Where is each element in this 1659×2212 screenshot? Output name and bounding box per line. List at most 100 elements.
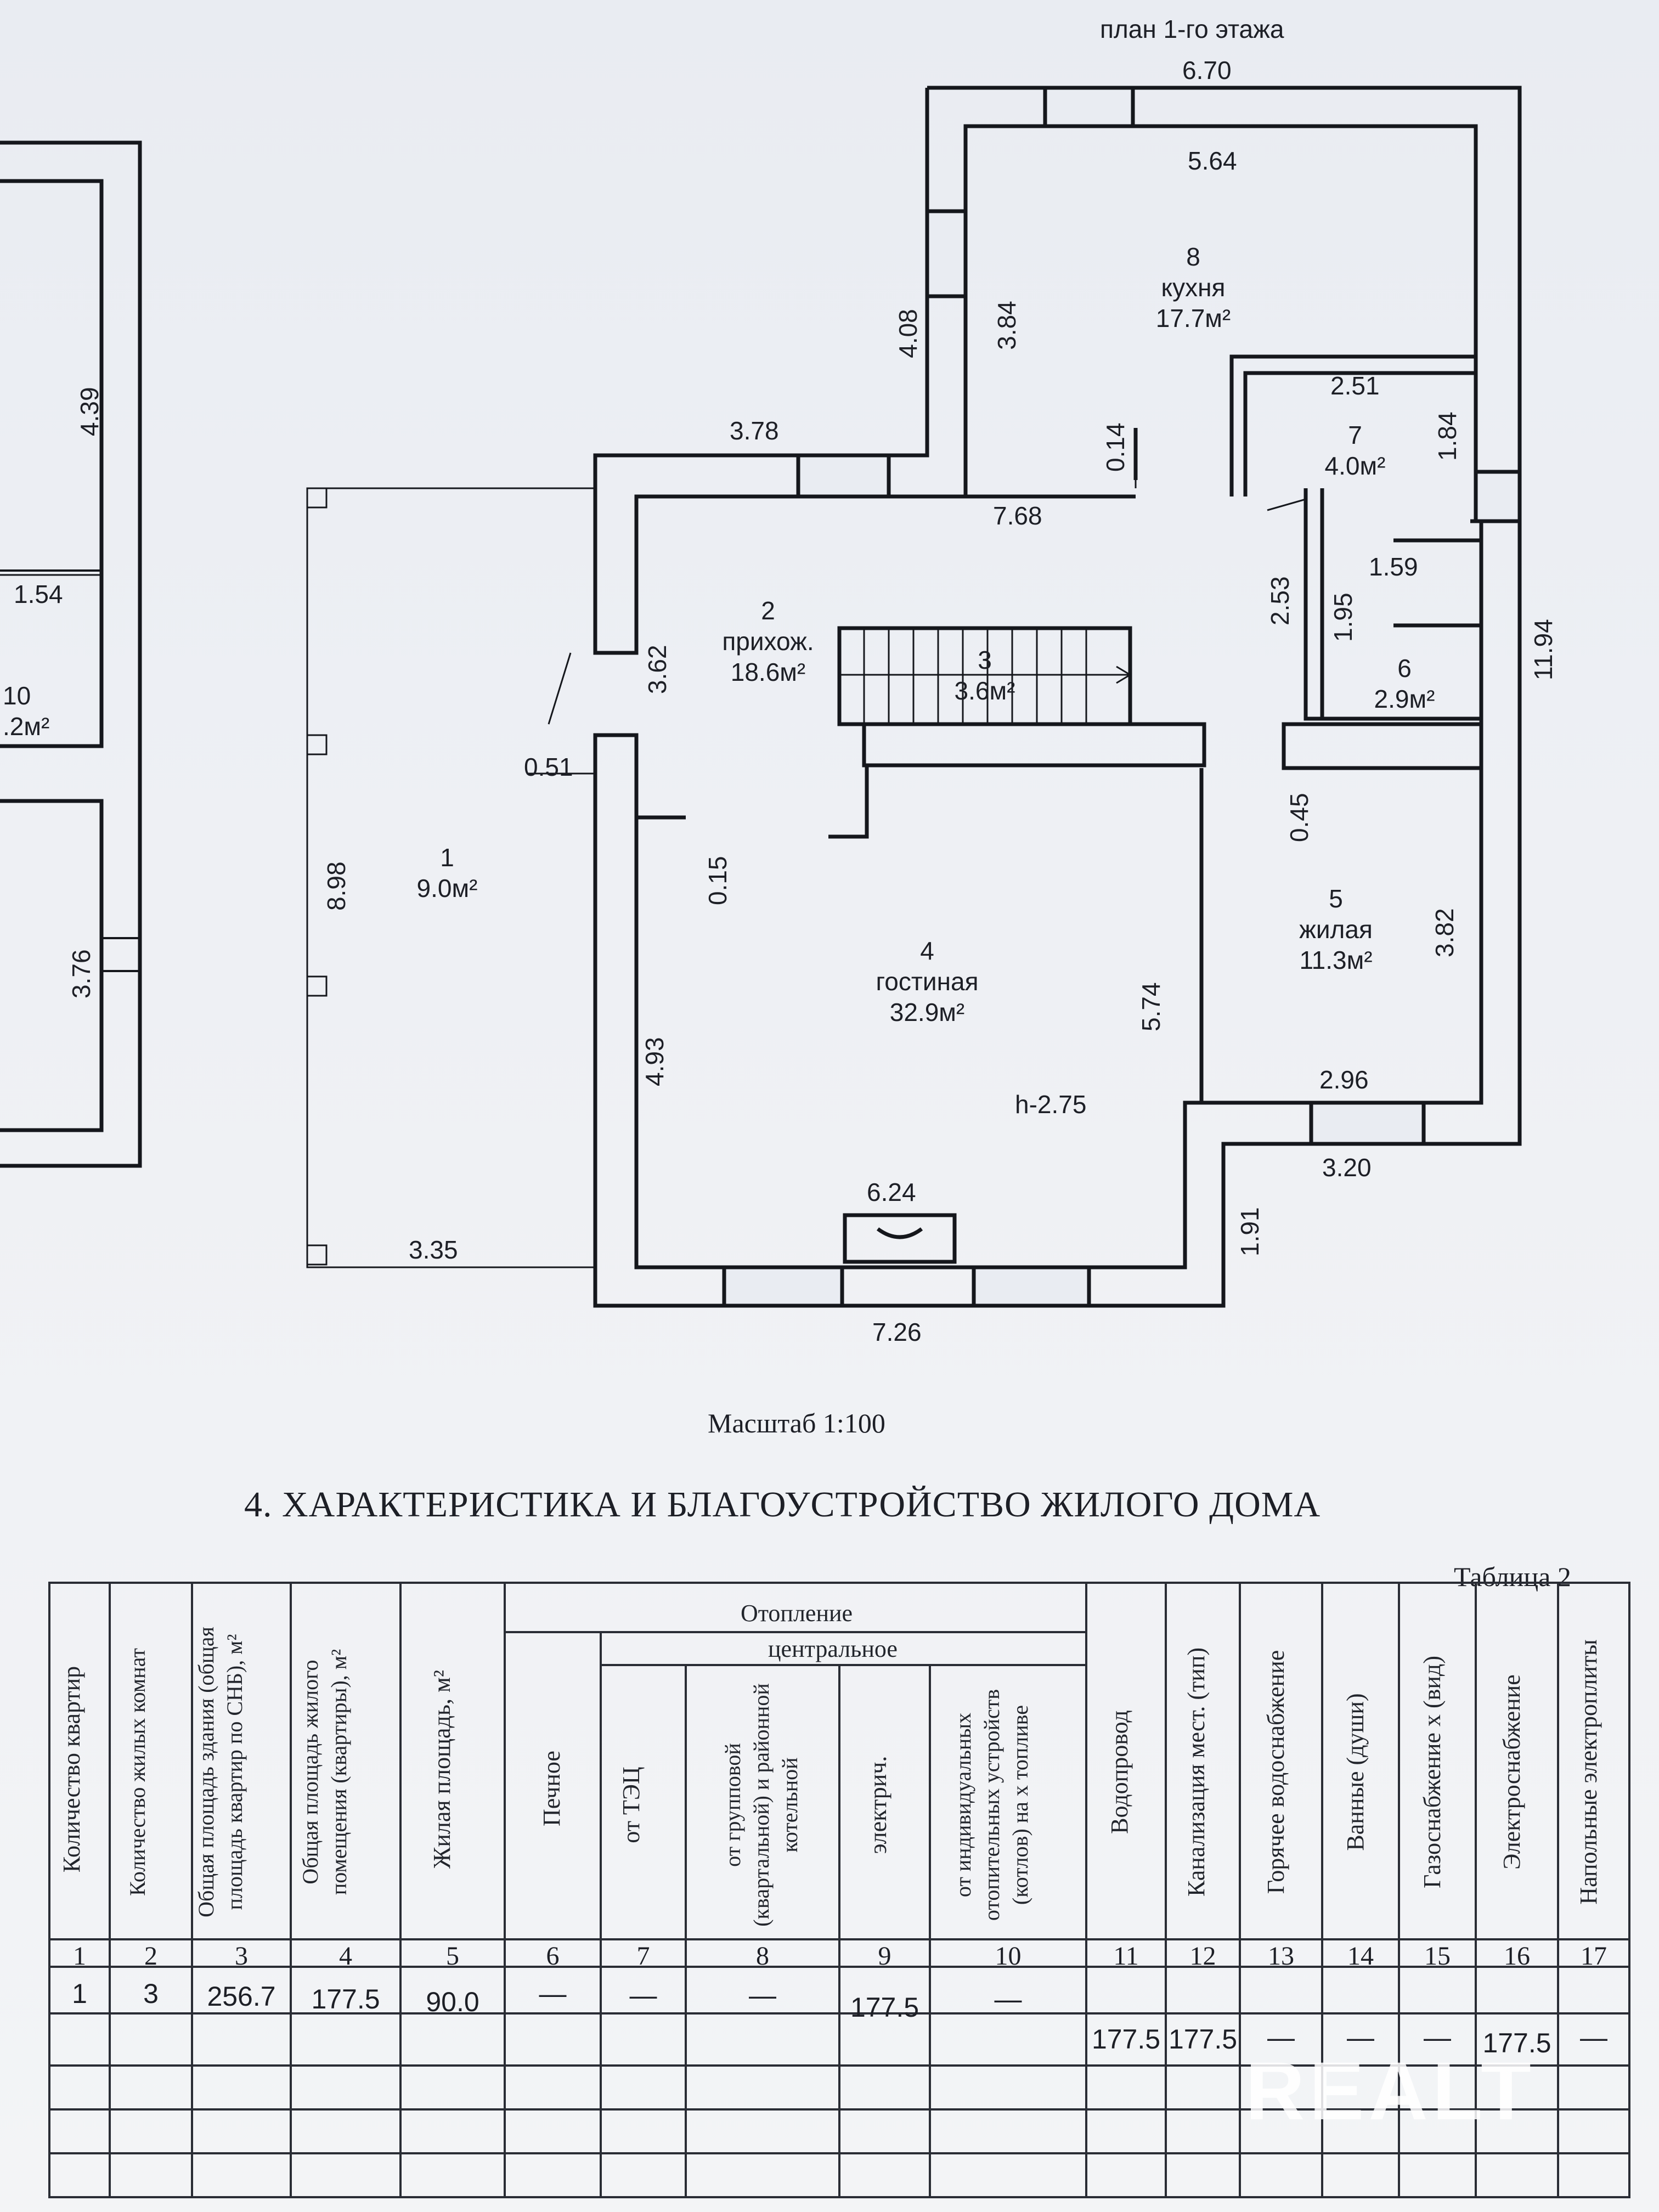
room-number: 3	[978, 646, 992, 674]
header-col-14: Ванные (души)	[1342, 1693, 1369, 1851]
room-area: 11.3м²	[1299, 946, 1373, 974]
header-col-8: от групповой (квартальной) и районной ко…	[720, 1683, 802, 1927]
room-5-label: 5 жилая 11.3м²	[1299, 883, 1373, 975]
room-area: 18.6м²	[730, 658, 806, 686]
table-cell: —	[994, 1984, 1022, 2015]
room-area: .2м²	[3, 712, 50, 741]
col-number: 9	[878, 1942, 891, 1971]
table-cell: 1	[72, 1978, 87, 2009]
dim-bed-296: 2.96	[1319, 1065, 1369, 1094]
table-cell: 177.5	[1482, 2028, 1551, 2058]
col-number: 7	[636, 1942, 650, 1971]
realt-watermark: REALT	[1245, 2045, 1536, 2137]
section-title: 4. ХАРАКТЕРИСТИКА И БЛАГОУСТРОЙСТВО ЖИЛО…	[244, 1485, 1321, 1525]
col-number: 8	[756, 1942, 769, 1971]
header-col-13: Горячее водоснабжение	[1262, 1650, 1289, 1894]
dim-top-outer: 6.70	[1182, 56, 1232, 84]
col-number: 10	[995, 1942, 1022, 1971]
table-cell: 177.5	[1091, 2024, 1161, 2055]
room-area: 32.9м²	[889, 998, 965, 1026]
header-col-11: Водопровод	[1106, 1710, 1133, 1834]
dim-terrace-335: 3.35	[409, 1235, 458, 1264]
dim-left-898: 8.98	[322, 861, 351, 911]
room-number: 8	[1186, 242, 1200, 271]
room-area: 17.7м²	[1155, 304, 1231, 332]
room-name: кухня	[1161, 273, 1226, 302]
ceiling-height: h-2.75	[1015, 1090, 1087, 1119]
header-col-2: Количество жилых комнат	[125, 1648, 150, 1896]
dim-bottom-726: 7.26	[872, 1318, 922, 1346]
table-cell: 177.5	[1168, 2024, 1238, 2055]
dim-bed-320: 3.20	[1322, 1153, 1372, 1182]
room-number: 2	[761, 596, 775, 625]
table-caption: Таблица 2	[1454, 1561, 1571, 1592]
room-area: 9.0м²	[416, 874, 478, 902]
header-col-15: Газоснабжение х (вид)	[1419, 1656, 1446, 1888]
room-number: 10	[3, 681, 31, 710]
col-number: 2	[144, 1942, 157, 1971]
col-number: 17	[1581, 1942, 1607, 1971]
room-number: 6	[1397, 654, 1412, 682]
header-col-4: Общая площадь жилого помещения (квартиры…	[298, 1649, 351, 1895]
dim-step-191: 1.91	[1235, 1207, 1264, 1256]
header-col-16: Электроснабжение	[1498, 1674, 1525, 1870]
room-number: 1	[440, 843, 454, 872]
dim-hall-362: 3.62	[643, 645, 672, 694]
header-col-1: Количество квартир	[58, 1666, 85, 1873]
room-2-label: 2 прихож. 18.6м²	[722, 595, 814, 687]
room-7-label: 7 4.0м²	[1325, 420, 1386, 481]
table-cell: —	[629, 1980, 657, 2011]
col-number: 15	[1424, 1942, 1451, 1971]
room-3-label: 3 3.6м²	[955, 645, 1015, 706]
plan-title: план 1-го этажа	[1100, 15, 1284, 43]
dim-hall-width: 7.68	[993, 501, 1042, 530]
dim-wall-045: 0.45	[1285, 793, 1313, 842]
col-number: 5	[446, 1942, 459, 1971]
col-number: 13	[1268, 1942, 1294, 1971]
table-cell: 3	[143, 1978, 159, 2009]
dim-left-kitchen-outer: 4.08	[893, 309, 922, 358]
col-number: 6	[546, 1942, 560, 1971]
dim-wall-015: 0.15	[703, 856, 732, 905]
table-cell: —	[539, 1978, 567, 2009]
header-col-6: Печное	[538, 1751, 565, 1826]
floor-plan	[0, 86, 1522, 1308]
table-cell: —	[1267, 2022, 1295, 2053]
room-area: 3.6м²	[954, 676, 1015, 705]
header-col-17: Напольные электроплиты	[1575, 1639, 1602, 1905]
dim-wall-051: 0.51	[524, 753, 573, 781]
room-number: 7	[1348, 421, 1362, 449]
dim-living-624: 6.24	[867, 1178, 916, 1206]
table-cell: —	[1580, 2022, 1607, 2053]
header-col-12: Канализация мест. (тип)	[1183, 1647, 1210, 1897]
table-cell: 177.5	[850, 1992, 919, 2023]
dim-right-184: 1.84	[1433, 411, 1462, 461]
room-1-label: 1 9.0м²	[417, 842, 478, 904]
col-number: 4	[339, 1942, 352, 1971]
dim-living-574: 5.74	[1137, 982, 1165, 1031]
table-cell: 256.7	[207, 1981, 276, 2012]
dim-left-kitchen-inner: 3.84	[992, 301, 1021, 350]
room-area: 2.9м²	[1374, 685, 1435, 713]
table-cell: —	[1424, 2022, 1451, 2053]
header-col-9: электрич.	[865, 1756, 891, 1854]
header-col-5: Жилая площадь, м²	[428, 1669, 455, 1869]
room-name: гостиная	[876, 967, 979, 996]
dim-hall-top: 3.78	[730, 416, 779, 445]
table-cell: —	[749, 1980, 776, 2011]
dim-left-154: 1.54	[14, 580, 63, 608]
dim-left-439: 4.39	[75, 387, 104, 436]
dim-kitchen-inner: 5.64	[1188, 146, 1237, 175]
room-4-label: 4 гостиная 32.9м²	[876, 935, 978, 1028]
dim-hall-253: 2.53	[1266, 576, 1294, 625]
col-number: 12	[1189, 1942, 1216, 1971]
col-number: 14	[1347, 1942, 1374, 1971]
dim-bed-382: 3.82	[1430, 908, 1459, 957]
room-8-label: 8 кухня 17.7м²	[1156, 241, 1231, 334]
room-name: прихож.	[722, 627, 814, 656]
dim-left-376: 3.76	[67, 949, 95, 998]
table-cell: —	[1347, 2022, 1374, 2053]
header-col-3: Общая площадь здания (общая площадь квар…	[194, 1627, 247, 1917]
scale-note: Масштаб 1:100	[708, 1408, 885, 1438]
dim-living-493: 4.93	[640, 1037, 669, 1086]
